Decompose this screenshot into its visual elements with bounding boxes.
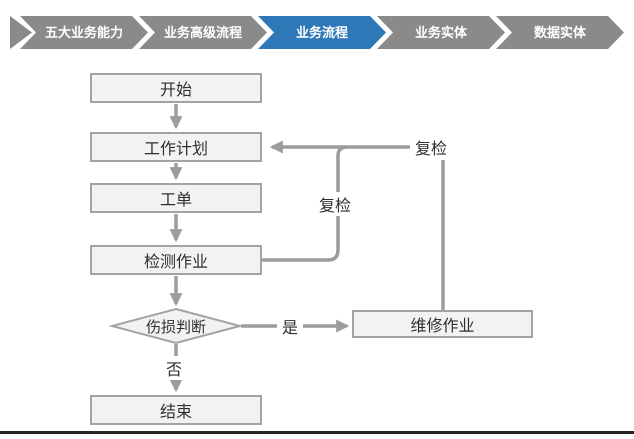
edge-inspect-plan-recheck [262,145,348,262]
nav-step-data-entity[interactable]: 数据实体 [496,16,624,49]
nav-step-business-process[interactable]: 业务流程 [258,16,386,49]
decision-diamond-shape [108,307,244,345]
node-inspection-job: 检测作业 [90,245,262,275]
edge-repair-plan-recheck [269,140,445,310]
nav-step-business-highlevel-process[interactable]: 业务高级流程 [139,16,267,49]
node-work-order: 工单 [90,183,262,213]
edge-label-yes: 是 [277,314,304,338]
node-work-plan: 工作计划 [90,132,262,162]
node-repair-job: 维修作业 [352,310,533,338]
node-end: 结束 [90,395,262,425]
edge-label-recheck-inner: 复检 [314,192,357,216]
edge-label-recheck-outer: 复检 [410,134,453,160]
nav-step-business-entity[interactable]: 业务实体 [377,16,505,49]
nav-step-five-business-capabilities[interactable]: 五大业务能力 [20,16,148,49]
node-start: 开始 [90,73,262,103]
edge-label-no: 否 [161,356,188,380]
bottom-border-line [0,431,634,434]
node-damage-decision: 伤损判断 [145,318,206,336]
